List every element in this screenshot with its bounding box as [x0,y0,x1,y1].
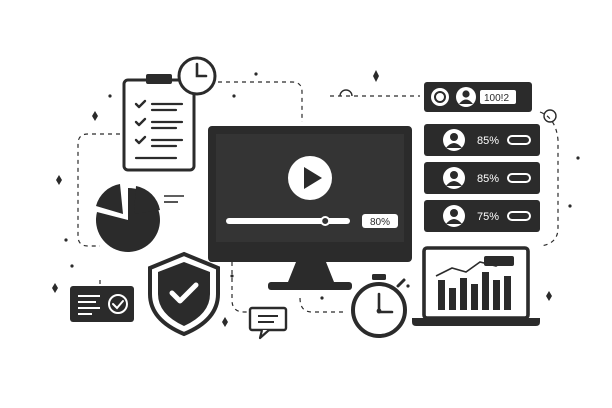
stopwatch-icon [351,274,407,338]
profile-toggle[interactable] [507,211,531,221]
arc-decoration [339,89,353,97]
badge-icon [431,88,449,106]
clock-icon [177,56,217,96]
clipboard-checklist-icon [122,74,196,172]
profile-card[interactable]: 75% [424,200,540,232]
profile-value-box [480,90,516,104]
id-card-icon [70,286,134,322]
small-ring-icon [543,109,557,123]
profile-toggle[interactable] [507,135,531,145]
profile-card[interactable]: 100!2 [424,82,532,112]
play-icon [304,167,322,189]
profile-toggle[interactable] [507,173,531,183]
sparkles [52,70,580,327]
laptop-bar-chart-icon [412,246,540,326]
profile-value: 75% [477,211,499,223]
profile-card[interactable]: 85% [424,162,540,194]
profile-value: 85% [477,135,499,147]
progress-label: 80% [370,217,390,228]
profile-value: 85% [477,173,499,185]
profile-value: 100!2 [484,93,509,104]
shield-check-icon [148,251,220,337]
video-progress-track[interactable] [226,218,350,224]
video-progress-knob[interactable] [320,216,331,226]
pie-chart-icon [95,184,184,252]
monitor-video-player: 80% [208,126,412,290]
profile-card[interactable]: 85% [424,124,540,156]
chat-bubble-icon [248,306,288,340]
progress-label-box [362,214,398,228]
